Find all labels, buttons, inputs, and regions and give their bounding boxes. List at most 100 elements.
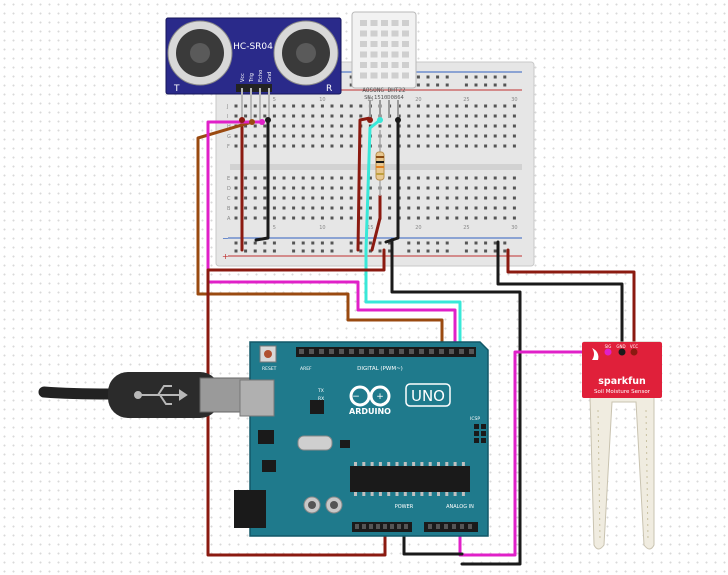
- breadboard-hole: [388, 186, 392, 190]
- row-label: B: [227, 206, 231, 212]
- rail-hole: [426, 241, 430, 245]
- breadboard-hole: [455, 144, 459, 148]
- breadboard-hole: [234, 216, 238, 220]
- breadboard-hole: [349, 186, 353, 190]
- atmega-leg: [354, 462, 357, 466]
- breadboard-hole: [330, 114, 334, 118]
- atmega-leg: [420, 462, 424, 466]
- rail-hole: [493, 249, 497, 253]
- rail-hole: [388, 249, 392, 253]
- breadboard-hole: [416, 144, 420, 148]
- breadboard-hole: [320, 176, 324, 180]
- ultrasonic-pin-label: Vcc: [240, 73, 246, 82]
- column-label: 5: [273, 97, 276, 103]
- row-label: D: [227, 186, 231, 192]
- breadboard-hole: [234, 134, 238, 138]
- breadboard-hole: [272, 114, 276, 118]
- atmega-leg: [354, 492, 357, 496]
- breadboard-hole: [282, 144, 286, 148]
- rail-hole: [272, 249, 276, 253]
- rail-hole: [253, 249, 257, 253]
- breadboard-hole: [493, 186, 497, 190]
- breadboard-hole: [301, 216, 305, 220]
- breadboard-hole: [320, 196, 324, 200]
- rail-hole: [407, 249, 411, 253]
- breadboard-hole: [416, 216, 420, 220]
- breadboard-hole: [426, 144, 430, 148]
- breadboard-hole: [503, 144, 507, 148]
- breadboard-hole: [292, 114, 296, 118]
- atmega-leg: [370, 462, 374, 466]
- breadboard-hole: [349, 206, 353, 210]
- rail-hole: [426, 249, 430, 253]
- breadboard-hole: [292, 186, 296, 190]
- dht-vent-slot: [391, 41, 399, 47]
- atmega-leg: [362, 462, 366, 466]
- ultrasonic-pin-label: Gnd: [267, 72, 273, 82]
- arduino-uno: RESET DIGITAL (PWM~) AREF − + ARDUINO UN…: [234, 341, 489, 537]
- capacitors: [303, 496, 343, 514]
- breadboard-hole: [320, 186, 324, 190]
- breadboard-hole: [397, 104, 401, 108]
- power-label: POWER: [395, 504, 414, 510]
- breadboard-hole: [464, 104, 468, 108]
- breadboard-hole: [464, 186, 468, 190]
- ultrasonic-pin: [268, 88, 270, 120]
- rail-hole: [349, 241, 353, 245]
- column-label: 20: [415, 97, 421, 103]
- breadboard-hole: [282, 134, 286, 138]
- analog-pin: [436, 524, 440, 529]
- breadboard-hole: [282, 104, 286, 108]
- breadboard-hole: [244, 216, 248, 220]
- breadboard-hole: [253, 144, 257, 148]
- rail-hole: [416, 83, 420, 87]
- breadboard-hole: [301, 196, 305, 200]
- breadboard-hole: [311, 206, 315, 210]
- breadboard-hole: [263, 206, 267, 210]
- breadboard-hole: [253, 216, 257, 220]
- breadboard-hole: [436, 144, 440, 148]
- breadboard-hole: [474, 144, 478, 148]
- rail-hole: [407, 241, 411, 245]
- breadboard-hole: [378, 124, 382, 128]
- breadboard-hole: [272, 206, 276, 210]
- rail-hole: [464, 75, 468, 79]
- rail-hole: [436, 75, 440, 79]
- breadboard-hole: [272, 176, 276, 180]
- breadboard-hole: [359, 176, 363, 180]
- breadboard-hole: [340, 216, 344, 220]
- usb-icon: [134, 385, 188, 405]
- wire-rail-gnd-black: [390, 238, 522, 566]
- breadboard-hole: [311, 144, 315, 148]
- atmega-leg: [461, 492, 465, 496]
- wire-dht-gnd: [384, 118, 400, 244]
- digital-pin: [459, 349, 464, 354]
- breadboard-hole: [407, 186, 411, 190]
- wire-ultrasonic-gnd: [254, 118, 270, 242]
- rail-hole: [503, 249, 507, 253]
- rail-hole: [234, 249, 238, 253]
- rail-hole: [416, 249, 420, 253]
- breadboard-hole: [503, 206, 507, 210]
- aref-label: AREF: [300, 366, 312, 372]
- bottom-header-pins: [355, 524, 472, 529]
- breadboard-hole: [320, 124, 324, 128]
- wire-soil-vcc: [506, 248, 636, 352]
- breadboard-hole: [244, 144, 248, 148]
- analog-pin: [468, 524, 472, 529]
- breadboard-hole: [493, 134, 497, 138]
- breadboard-hole: [455, 114, 459, 118]
- rail-hole: [253, 241, 257, 245]
- atmega-leg: [461, 462, 465, 466]
- icsp-label: ICSP: [470, 416, 480, 422]
- breadboard-hole: [464, 206, 468, 210]
- breadboard-hole: [340, 176, 344, 180]
- breadboard-hole: [407, 216, 411, 220]
- atmega-leg: [453, 462, 457, 466]
- breadboard-hole: [397, 114, 401, 118]
- breadboard-hole: [474, 216, 478, 220]
- breadboard-hole: [253, 114, 257, 118]
- breadboard-hole: [340, 186, 344, 190]
